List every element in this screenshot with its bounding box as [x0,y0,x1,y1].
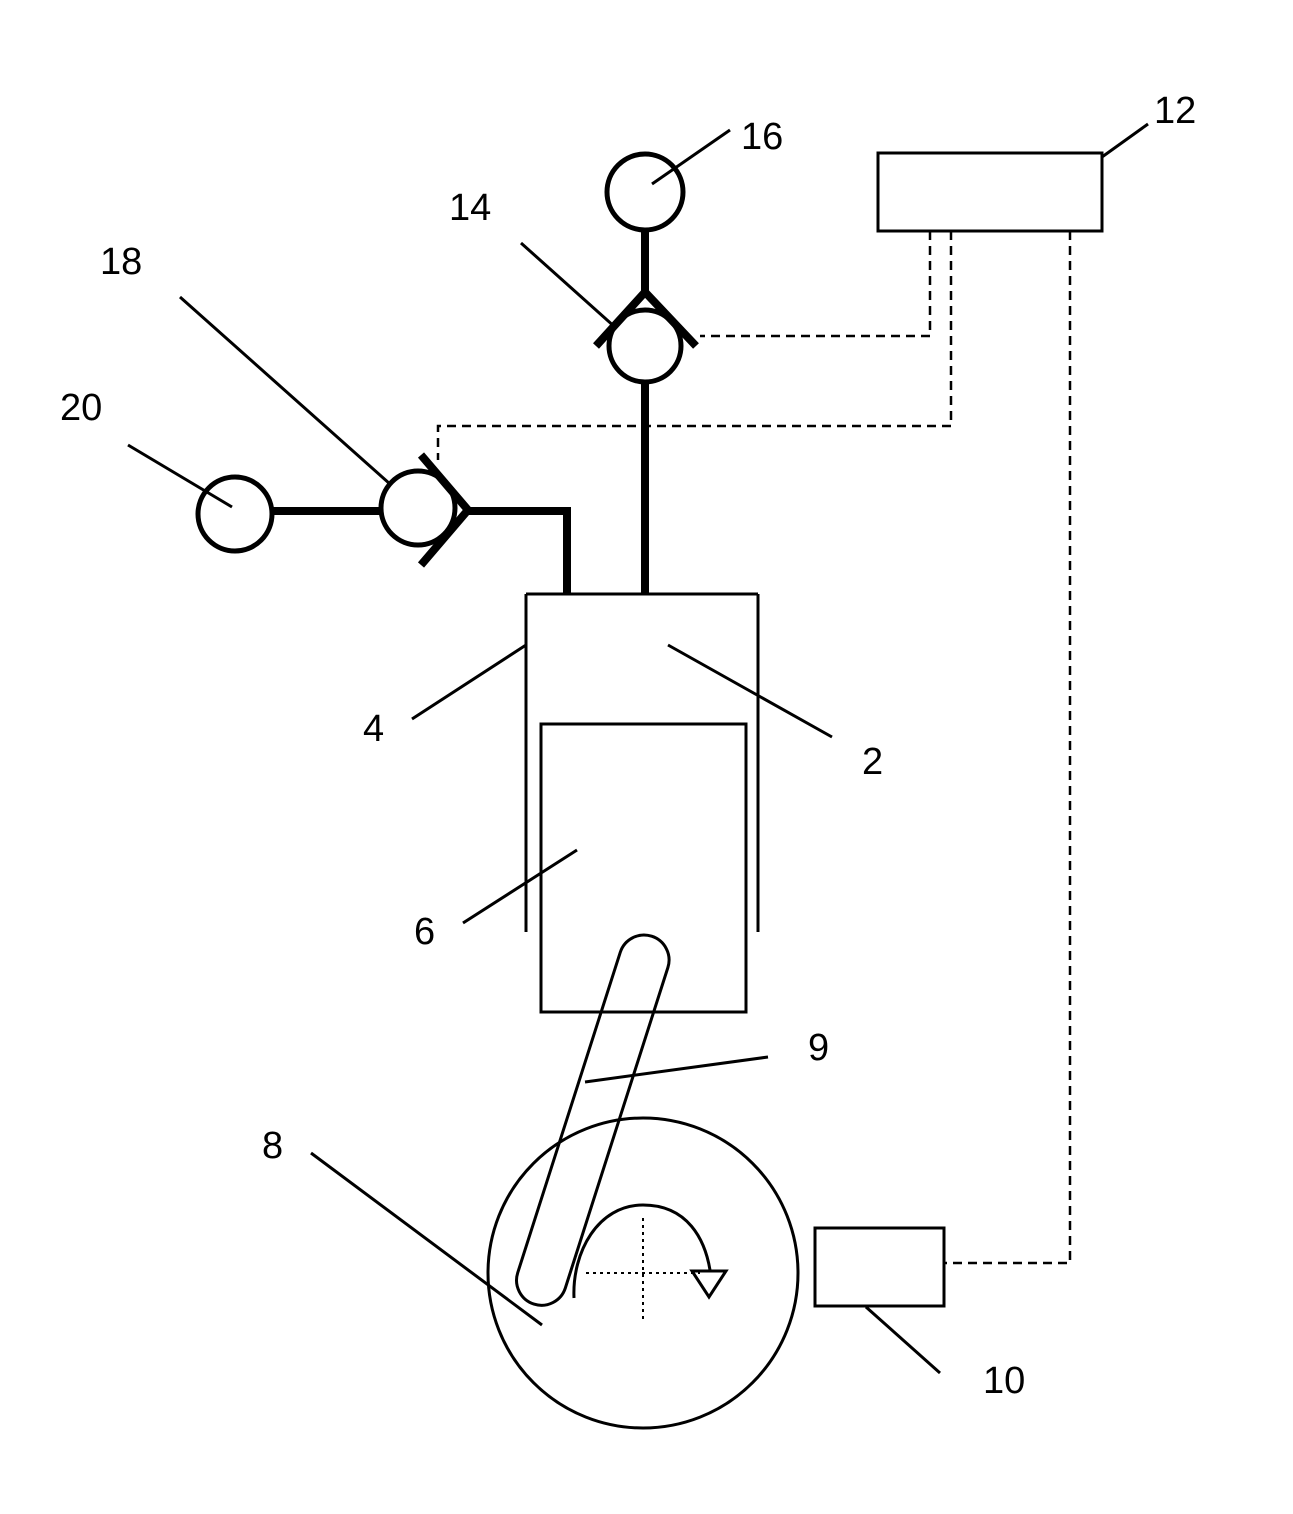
leader-line-9 [585,1057,768,1082]
leader-line-12 [1102,124,1148,157]
sensor-10 [815,1228,944,1306]
label-20: 20 [60,387,102,429]
leader-line-14 [521,243,616,328]
label-9: 9 [808,1027,829,1069]
piston-6 [541,724,746,1012]
label-14: 14 [449,187,491,229]
label-8: 8 [262,1125,283,1167]
connecting-rod-9 [517,935,669,1305]
rotation-arrow-head [692,1271,726,1297]
leader-line-8 [311,1153,542,1325]
label-12: 12 [1154,90,1196,132]
rotation-direction-arrow [574,1205,710,1298]
signal-line-12-to-valve-14 [700,231,930,336]
leader-line-18 [180,297,390,484]
pipe-valve-18-to-chamber [468,511,567,594]
leader-line-20 [128,445,232,507]
reservoir-20 [198,477,272,551]
leader-line-4 [412,645,526,719]
control-unit-12 [878,153,1102,231]
label-4: 4 [363,708,384,750]
label-16: 16 [741,116,783,158]
leader-line-10 [866,1307,940,1373]
label-10: 10 [983,1360,1025,1402]
label-6: 6 [414,911,435,953]
label-2: 2 [862,741,883,783]
signal-line-12-to-sensor-10 [944,231,1070,1263]
label-18: 18 [100,241,142,283]
reservoir-16 [607,154,683,230]
leader-line-6 [463,850,577,923]
